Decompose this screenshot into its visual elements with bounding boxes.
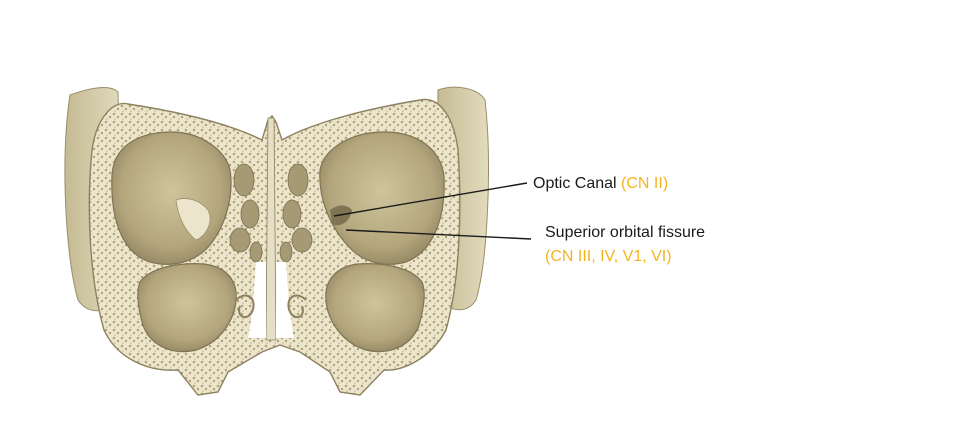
- superior-orbital-fissure-nerves: (CN III, IV, V1, VI): [545, 248, 672, 265]
- optic-canal-label: Optic Canal (CN II): [533, 174, 668, 194]
- right-orbit-cavity: [319, 131, 445, 265]
- nasal-septum: [265, 117, 277, 341]
- optic-canal-nerve: (CN II): [621, 175, 669, 192]
- left-ethmoid-cells: [229, 163, 263, 263]
- superior-orbital-fissure-leader-line: [345, 229, 532, 240]
- nasal-cavity-right: [276, 262, 294, 338]
- nasal-cavity-left: [248, 262, 266, 338]
- right-ethmoid-cells: [279, 163, 313, 263]
- superior-orbital-fissure-label: Superior orbital fissure (CN III, IV, V1…: [545, 223, 705, 267]
- right-maxillary-sinus: [325, 263, 425, 353]
- optic-canal-leader-line: [333, 182, 528, 217]
- left-orbit-inner-shadow: [175, 198, 211, 241]
- conchae: [235, 294, 307, 319]
- superior-orbital-fissure-name: Superior orbital fissure: [545, 224, 706, 241]
- left-maxillary-sinus: [137, 263, 237, 353]
- optic-canal-name: Optic Canal: [533, 175, 617, 192]
